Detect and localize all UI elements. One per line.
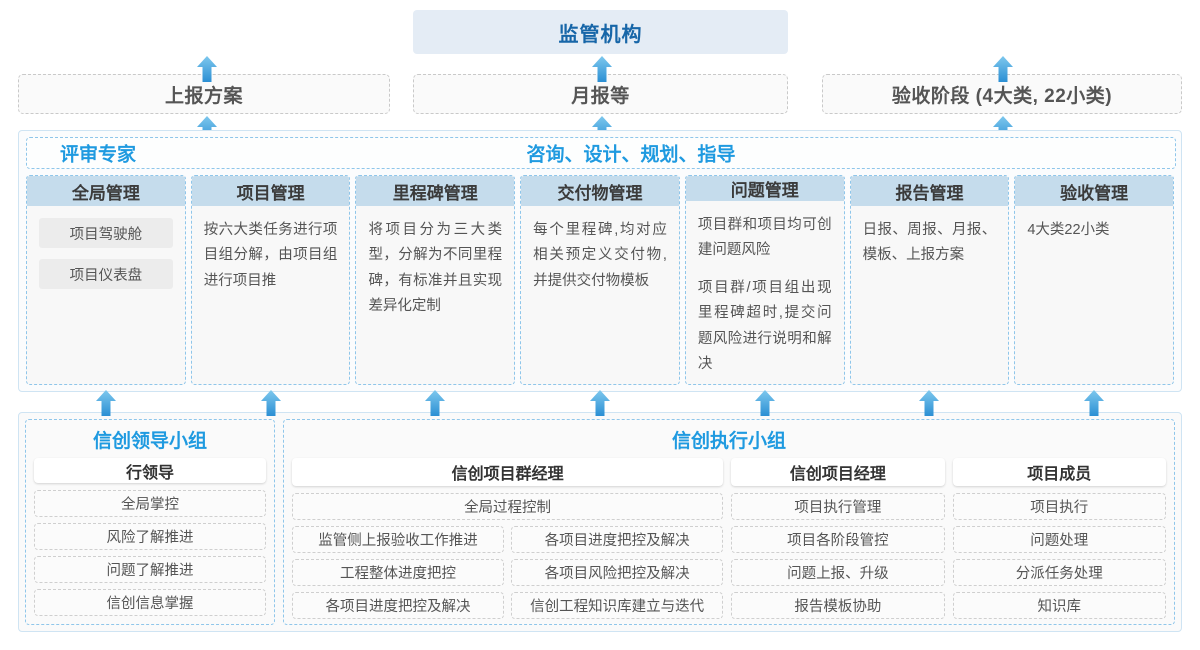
task-item: 全局掌控 xyxy=(34,490,266,517)
task-item: 问题上报、升级 xyxy=(731,559,945,586)
task-item: 全局过程控制 xyxy=(292,493,724,520)
task-item: 问题处理 xyxy=(952,526,1167,553)
exec-group-title: 信创执行小组 xyxy=(671,431,786,452)
arrow-up-icon xyxy=(260,390,282,416)
capability-panel: 评审专家 咨询、设计、规划、指导 全局管理项目驾驶舱项目仪表盘项目管理按六大类任… xyxy=(18,130,1182,392)
capability-column-body: 项目驾驶舱项目仪表盘 xyxy=(27,206,185,384)
review-expert-label: 评审专家 xyxy=(60,144,137,166)
task-item: 信创信息掌握 xyxy=(34,589,266,616)
role-head-project-member: 项目成员 xyxy=(952,458,1167,486)
task-item: 各项目进度把控及解决 xyxy=(511,526,724,553)
arrow-up-icon xyxy=(992,56,1014,82)
capability-column-head: 全局管理 xyxy=(27,176,185,206)
capability-column-head: 报告管理 xyxy=(850,176,1009,206)
leader-group: 信创领导小组 行领导 全局掌控风险了解推进问题了解推进信创信息掌握 xyxy=(25,419,275,625)
arrow-up-icon xyxy=(95,390,117,416)
capability-columns: 全局管理项目驾驶舱项目仪表盘项目管理按六大类任务进行项目组分解，由项目组进行项目… xyxy=(26,175,1175,385)
capability-column-body: 每个里程碑,均对应相关预定义交付物,并提供交付物模板 xyxy=(521,206,679,384)
capability-column-body: 将项目分为三大类型，分解为不同里程碑，有标准并且实现差异化定制 xyxy=(356,206,514,384)
arrow-up-icon xyxy=(591,116,613,142)
arrow-up-icon xyxy=(992,116,1014,142)
task-item: 分派任务处理 xyxy=(952,559,1167,586)
task-item: 信创工程知识库建立与迭代 xyxy=(511,592,724,619)
channel-box-monthly-report: 月报等 xyxy=(413,74,788,114)
advisor-banner: 评审专家 咨询、设计、规划、指导 xyxy=(26,137,1176,169)
capability-column: 里程碑管理将项目分为三大类型，分解为不同里程碑，有标准并且实现差异化定制 xyxy=(355,175,516,385)
capability-column-body: 项目群和项目均可创建问题风险项目群/项目组出现里程碑超时,提交问题风险进行说明和… xyxy=(686,201,844,384)
capability-column-body: 按六大类任务进行项目组分解，由项目组进行项目推 xyxy=(192,206,350,384)
task-item: 工程整体进度把控 xyxy=(292,559,505,586)
task-item: 风险了解推进 xyxy=(34,523,266,550)
leader-task-list: 全局掌控风险了解推进问题了解推进信创信息掌握 xyxy=(34,490,266,616)
capability-column-head: 里程碑管理 xyxy=(356,176,515,206)
capability-column: 验收管理 4大类22小类 xyxy=(1014,175,1175,385)
task-item: 项目各阶段管控 xyxy=(731,526,945,553)
arrow-up-icon xyxy=(424,390,446,416)
arrow-up-icon xyxy=(754,390,776,416)
arrow-up-icon xyxy=(591,56,613,82)
task-item: 监管侧上报验收工作推进 xyxy=(292,526,505,553)
program-manager-task-list-right: 各项目进度把控及解决各项目风险把控及解决信创工程知识库建立与迭代 xyxy=(511,526,724,619)
capability-column-body: 日报、周报、月报、模板、上报方案 xyxy=(851,206,1009,384)
organization-panel: 信创领导小组 行领导 全局掌控风险了解推进问题了解推进信创信息掌握 信创执行小组… xyxy=(18,412,1182,632)
leader-group-title: 信创领导小组 xyxy=(92,431,207,452)
capability-column: 交付物管理每个里程碑,均对应相关预定义交付物,并提供交付物模板 xyxy=(520,175,680,385)
exec-group: 信创执行小组 信创项目群经理 全局过程控制 监管侧上报验收工作推进工程整体进度把… xyxy=(283,419,1175,625)
capability-text: 项目群/项目组出现里程碑超时,提交问题风险进行说明和解决 xyxy=(697,279,832,372)
capability-column-head: 交付物管理 xyxy=(521,176,679,206)
task-item: 各项目进度把控及解决 xyxy=(292,592,505,619)
role-program-manager: 信创项目群经理 全局过程控制 监管侧上报验收工作推进工程整体进度把控各项目进度把… xyxy=(292,458,724,619)
arrow-up-icon xyxy=(918,390,940,416)
consulting-label: 咨询、设计、规划、指导 xyxy=(526,144,736,166)
capability-column-head: 问题管理 xyxy=(685,176,844,201)
arrow-up-icon xyxy=(196,116,218,142)
arrow-up-icon xyxy=(1083,390,1105,416)
role-head-program-manager: 信创项目群经理 xyxy=(292,458,724,486)
capability-pill: 项目仪表盘 xyxy=(39,259,173,289)
regulator-box: 监管机构 xyxy=(413,10,788,54)
capability-text: 按六大类任务进行项目组分解，由项目组进行项目推 xyxy=(203,222,338,289)
capability-column: 全局管理项目驾驶舱项目仪表盘 xyxy=(26,175,186,385)
arrow-up-icon xyxy=(196,56,218,82)
role-head-bank-leader: 行领导 xyxy=(34,458,266,483)
capability-column-body: 4大类22小类 xyxy=(1015,206,1173,384)
capability-column-head: 验收管理 xyxy=(1015,176,1174,206)
role-project-manager: 信创项目经理 项目执行管理项目各阶段管控问题上报、升级报告模板协助 xyxy=(731,458,945,619)
task-item: 知识库 xyxy=(952,592,1167,619)
capability-text: 项目群和项目均可创建问题风险 xyxy=(697,217,832,259)
task-item: 各项目风险把控及解决 xyxy=(511,559,724,586)
capability-column: 问题管理项目群和项目均可创建问题风险项目群/项目组出现里程碑超时,提交问题风险进… xyxy=(684,175,845,385)
task-item: 问题了解推进 xyxy=(34,556,266,583)
capability-pill: 项目驾驶舱 xyxy=(39,218,173,248)
task-item: 项目执行管理 xyxy=(731,493,945,520)
role-head-project-manager: 信创项目经理 xyxy=(731,458,945,486)
capability-text: 每个里程碑,均对应相关预定义交付物,并提供交付物模板 xyxy=(533,222,667,289)
task-item: 报告模板协助 xyxy=(731,592,945,619)
project-manager-task-list: 项目执行管理项目各阶段管控问题上报、升级报告模板协助 xyxy=(731,493,945,619)
project-member-task-list: 项目执行问题处理分派任务处理知识库 xyxy=(952,493,1167,619)
capability-text: 将项目分为三大类型，分解为不同里程碑，有标准并且实现差异化定制 xyxy=(368,222,503,315)
capability-column: 项目管理按六大类任务进行项目组分解，由项目组进行项目推 xyxy=(190,175,351,385)
role-project-member: 项目成员 项目执行问题处理分派任务处理知识库 xyxy=(952,458,1167,619)
capability-column-head: 项目管理 xyxy=(191,176,350,206)
capability-column: 报告管理日报、周报、月报、模板、上报方案 xyxy=(849,175,1010,385)
program-manager-task-list-left: 监管侧上报验收工作推进工程整体进度把控各项目进度把控及解决 xyxy=(292,526,505,619)
capability-text: 4大类22小类 xyxy=(1027,222,1110,238)
arrow-up-icon xyxy=(589,390,611,416)
capability-text: 日报、周报、月报、模板、上报方案 xyxy=(862,222,997,264)
task-item: 项目执行 xyxy=(952,493,1167,520)
